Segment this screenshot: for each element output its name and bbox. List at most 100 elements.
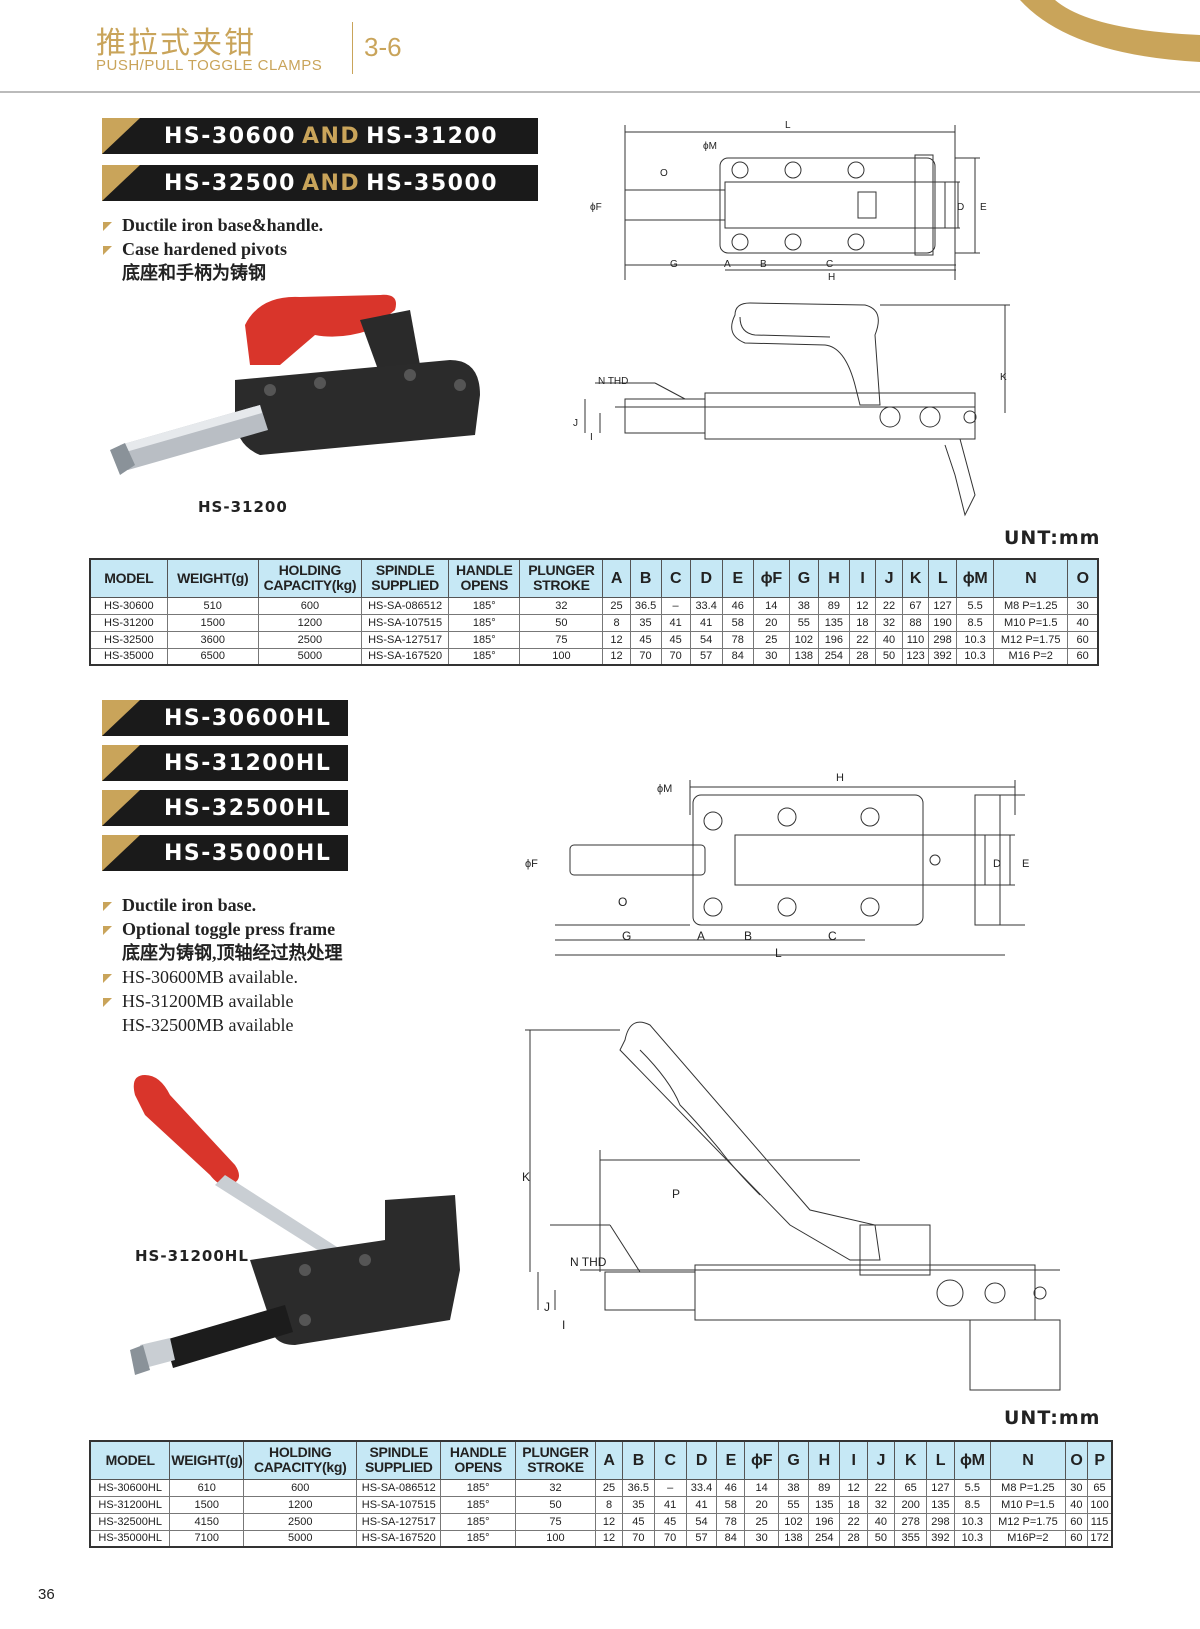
feature-text: Optional toggle press frame [122,919,336,939]
table-cell: 33.4 [689,596,723,615]
dim-label-B: B [744,929,753,943]
column-header: H [808,1440,841,1480]
table-cell: 298 [928,630,958,649]
table-cell: 18 [848,613,876,632]
table-cell: 89 [817,596,850,615]
photo-label: HS-31200 [198,498,288,516]
table-cell: 28 [848,647,876,666]
dim-label-D: D [957,202,965,213]
table-cell: 185° [448,596,521,615]
table-cell: 1200 [257,613,363,632]
feature-item: HS-30600MB available. [103,965,343,989]
table-cell: 10.3 [956,630,995,649]
column-header-text: MODEL [104,569,154,586]
dim-label-H: H [836,772,844,784]
table-cell: 45 [622,1512,655,1531]
model-banner-hl-2: HS-31200HL [102,745,348,781]
column-header-text: I [851,1451,856,1469]
table-cell: 115 [1087,1512,1113,1531]
table-cell: 50 [874,647,903,666]
table-cell: 100 [515,1529,596,1548]
table-cell: 45 [660,630,691,649]
model-banner-hl-3: HS-32500HL [102,790,348,826]
banner-model: HS-30600HL [164,705,332,731]
header-divider [352,22,353,74]
dimension-drawing-side-view-2 [525,1021,1061,1391]
dim-label-C: C [828,929,837,943]
column-header-text: HANDLE [449,1444,507,1461]
dim-label-D: D [993,858,1001,870]
page-number: 36 [38,1586,55,1603]
column-header-text: CAPACITY(kg) [253,1459,347,1476]
bullet-triangle-icon [103,973,112,983]
column-header-text: C [669,569,682,587]
table-cell: 84 [721,647,754,666]
table-cell: 20 [744,1495,779,1514]
table-cell: 41 [653,1495,687,1514]
table-cell: 32 [866,1495,896,1514]
table-cell: 45 [653,1512,687,1531]
table-cell: 5000 [257,647,363,666]
feature-item: Optional toggle press frame [103,917,343,941]
table-cell: 38 [777,1478,810,1497]
table-cell: 5000 [243,1529,358,1548]
table-cell: HS-35000 [89,647,168,666]
banner-model: HS-35000HL [164,840,332,866]
table-cell: M8 P=1.25 [990,1478,1066,1497]
table-cell: 75 [519,630,604,649]
table-cell: 41 [660,613,691,632]
column-header: G [777,1440,810,1480]
column-header: K [901,558,930,598]
column-header: J [866,1440,896,1480]
table-cell: HS-SA-127517 [356,1512,442,1531]
table-cell: 32 [515,1478,596,1497]
table-cell: 40 [874,630,903,649]
feature-item: HS-32500MB available [103,1013,343,1037]
table-cell: 102 [788,630,819,649]
table-cell: 110 [901,630,930,649]
banner-model: HS-31200HL [164,750,332,776]
table-cell: 36.5 [629,596,662,615]
table-cell: HS-SA-167520 [361,647,450,666]
table-cell: 50 [515,1495,596,1514]
column-header-text: ϕM [959,1451,985,1469]
column-header-text: ϕM [962,569,988,587]
bullet-triangle-icon [103,245,112,255]
table-cell: HS-SA-167520 [356,1529,442,1548]
table-cell: 200 [893,1495,928,1514]
column-header-text: A [610,569,623,587]
column-header: E [721,558,754,598]
dimension-drawing-side-view-1 [584,302,1010,517]
column-header: MODEL [89,558,168,598]
column-header-text: O [1076,569,1089,587]
column-header: N [993,558,1069,598]
dim-label-M: ϕM [657,783,673,795]
table-cell: 10.3 [956,647,995,666]
column-header-text: J [876,1451,886,1469]
table-cell: 25 [602,596,631,615]
dim-label-E: E [980,202,987,213]
dim-label-N-thd: N THD [598,376,629,387]
table-cell: 60 [1064,1529,1089,1548]
column-header: C [660,558,691,598]
column-header-text: PLUNGER [528,562,595,579]
column-header: ϕM [953,1440,992,1480]
column-header-text: E [725,1451,737,1469]
column-header: D [689,558,723,598]
column-header-text: D [700,569,713,587]
product-photo-hs-31200hl [130,1075,460,1375]
column-header-text: SPINDLE [369,1444,429,1461]
table-cell: 38 [788,596,819,615]
table-cell: 65 [893,1478,928,1497]
table-cell: 185° [448,613,521,632]
table-cell: 40 [1064,1495,1089,1514]
feature-text: Case hardened pivots [122,239,288,259]
table-cell: 14 [744,1478,779,1497]
table-cell: 123 [901,647,930,666]
